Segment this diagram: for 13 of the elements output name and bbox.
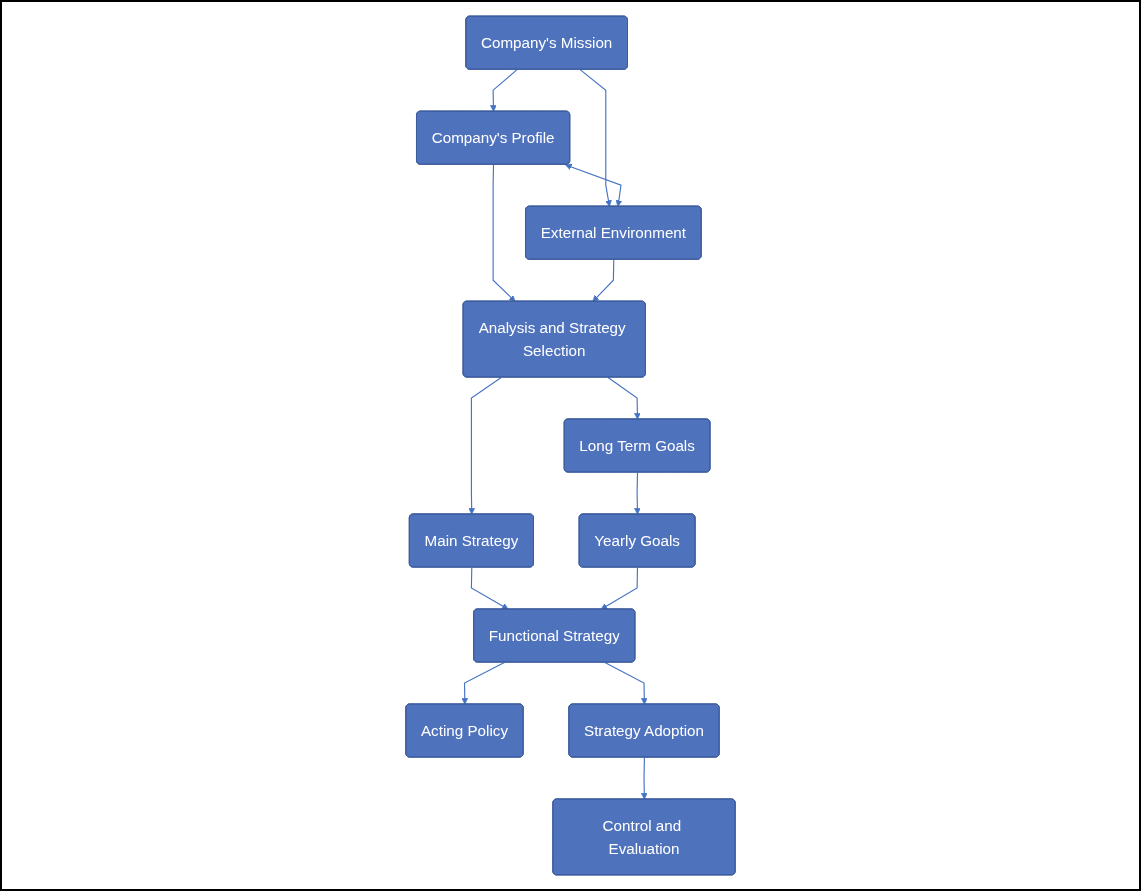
arrow xyxy=(461,661,505,705)
arrow xyxy=(600,566,639,610)
arrow xyxy=(565,163,623,207)
arrow xyxy=(490,69,518,112)
arrow xyxy=(492,164,516,302)
arrow xyxy=(592,259,615,302)
arrow xyxy=(579,69,612,207)
arrow xyxy=(634,471,641,515)
arrow xyxy=(607,376,641,420)
arrow xyxy=(468,376,502,515)
arrow xyxy=(640,756,648,800)
arrow xyxy=(604,661,648,705)
arrow xyxy=(470,566,509,610)
